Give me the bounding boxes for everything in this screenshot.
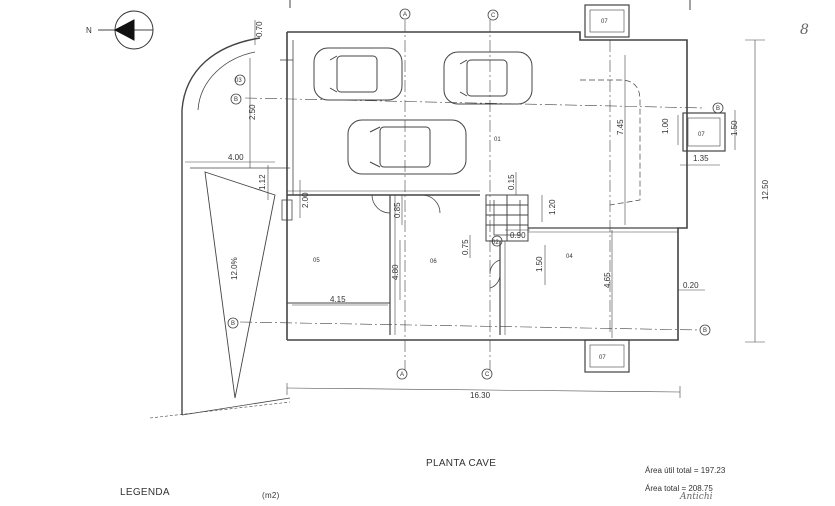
column-07-bottom bbox=[584, 339, 630, 373]
column-07-top bbox=[584, 4, 630, 38]
dim-0-70: 0.70 bbox=[255, 21, 264, 37]
dim-2-50: 2.50 bbox=[248, 104, 257, 120]
corner-mark: 8 bbox=[800, 22, 809, 38]
dim-0-75: 0.75 bbox=[461, 239, 470, 255]
car bbox=[313, 47, 403, 101]
room-02: 02 bbox=[492, 240, 499, 246]
dim-4-65: 4.65 bbox=[603, 272, 612, 288]
north-label: N bbox=[86, 26, 92, 35]
ramp bbox=[190, 167, 290, 399]
room-05: 05 bbox=[313, 258, 320, 264]
drawing-title: PLANTA CAVE bbox=[426, 458, 497, 469]
ramp-slope: 12.0% bbox=[230, 257, 239, 280]
axis-lines bbox=[239, 20, 706, 370]
axis-bubble-a-bottom: A bbox=[400, 372, 404, 378]
door-swing bbox=[489, 273, 501, 289]
boundary-line bbox=[181, 397, 291, 416]
room-03: 03 bbox=[235, 78, 242, 84]
dim-1-00: 1.00 bbox=[661, 118, 670, 134]
axis-bubble-b-right: B bbox=[716, 106, 720, 112]
room-01: 01 bbox=[494, 137, 501, 143]
car bbox=[443, 51, 533, 105]
door-swing bbox=[371, 194, 391, 214]
axis-bubble-c-bottom: C bbox=[485, 372, 490, 378]
axis-bubble-a-top: A bbox=[403, 12, 407, 18]
axis-bubble-b-left: B bbox=[234, 97, 238, 103]
area-total: Área total = 208.75 bbox=[645, 484, 713, 493]
dim-16-30: 16.30 bbox=[470, 391, 491, 400]
axis-bubble-c-top: C bbox=[491, 13, 496, 19]
curved-boundary-inner bbox=[197, 51, 256, 111]
dim-1-50-b: 1.50 bbox=[730, 120, 739, 136]
dim-7-45: 7.45 bbox=[616, 119, 625, 135]
axis-bubble-b-lower-left: B bbox=[231, 321, 235, 327]
legend-label: LEGENDA bbox=[120, 487, 170, 498]
door-swing bbox=[421, 194, 441, 214]
dim-1-12: 1.12 bbox=[258, 174, 267, 190]
dim-0-90: 0.90 bbox=[510, 231, 526, 240]
dim-0-15: 0.15 bbox=[507, 174, 516, 190]
room-07-top: 07 bbox=[601, 19, 608, 25]
axis-bubbles bbox=[227, 8, 724, 380]
dim-4-80: 4.80 bbox=[391, 264, 400, 280]
dim-4-15: 4.15 bbox=[330, 295, 346, 304]
car bbox=[347, 119, 467, 175]
handwritten-note: Antichi bbox=[680, 492, 713, 502]
room-07-bottom: 07 bbox=[599, 355, 606, 361]
room-07-right: 07 bbox=[698, 132, 705, 138]
dashed-path bbox=[580, 79, 641, 206]
dim-1-50-a: 1.50 bbox=[535, 256, 544, 272]
dim-12-50: 12.50 bbox=[761, 179, 770, 200]
building-outline bbox=[287, 31, 688, 341]
door-swing bbox=[489, 259, 501, 275]
room-06: 06 bbox=[430, 259, 437, 265]
room-04: 04 bbox=[566, 254, 573, 260]
dim-1-35: 1.35 bbox=[693, 154, 709, 163]
dim-1-20: 1.20 bbox=[548, 199, 557, 215]
curved-boundary-wall bbox=[181, 37, 261, 415]
area-util-total: Área útil total = 197.23 bbox=[645, 466, 726, 475]
dim-2-00: 2.00 bbox=[301, 192, 310, 208]
dim-0-20: 0.20 bbox=[683, 281, 699, 290]
dimension-lines bbox=[185, 20, 765, 398]
axis-bubble-b-lower-right: B bbox=[703, 328, 707, 334]
boundary-line bbox=[149, 401, 291, 419]
dim-4-00: 4.00 bbox=[228, 153, 244, 162]
column-07-right bbox=[682, 112, 726, 152]
window bbox=[281, 199, 293, 221]
staircase bbox=[485, 194, 529, 242]
dim-0-85: 0.85 bbox=[393, 202, 402, 218]
north-arrow bbox=[98, 10, 154, 50]
unit-label: (m2) bbox=[262, 491, 280, 500]
